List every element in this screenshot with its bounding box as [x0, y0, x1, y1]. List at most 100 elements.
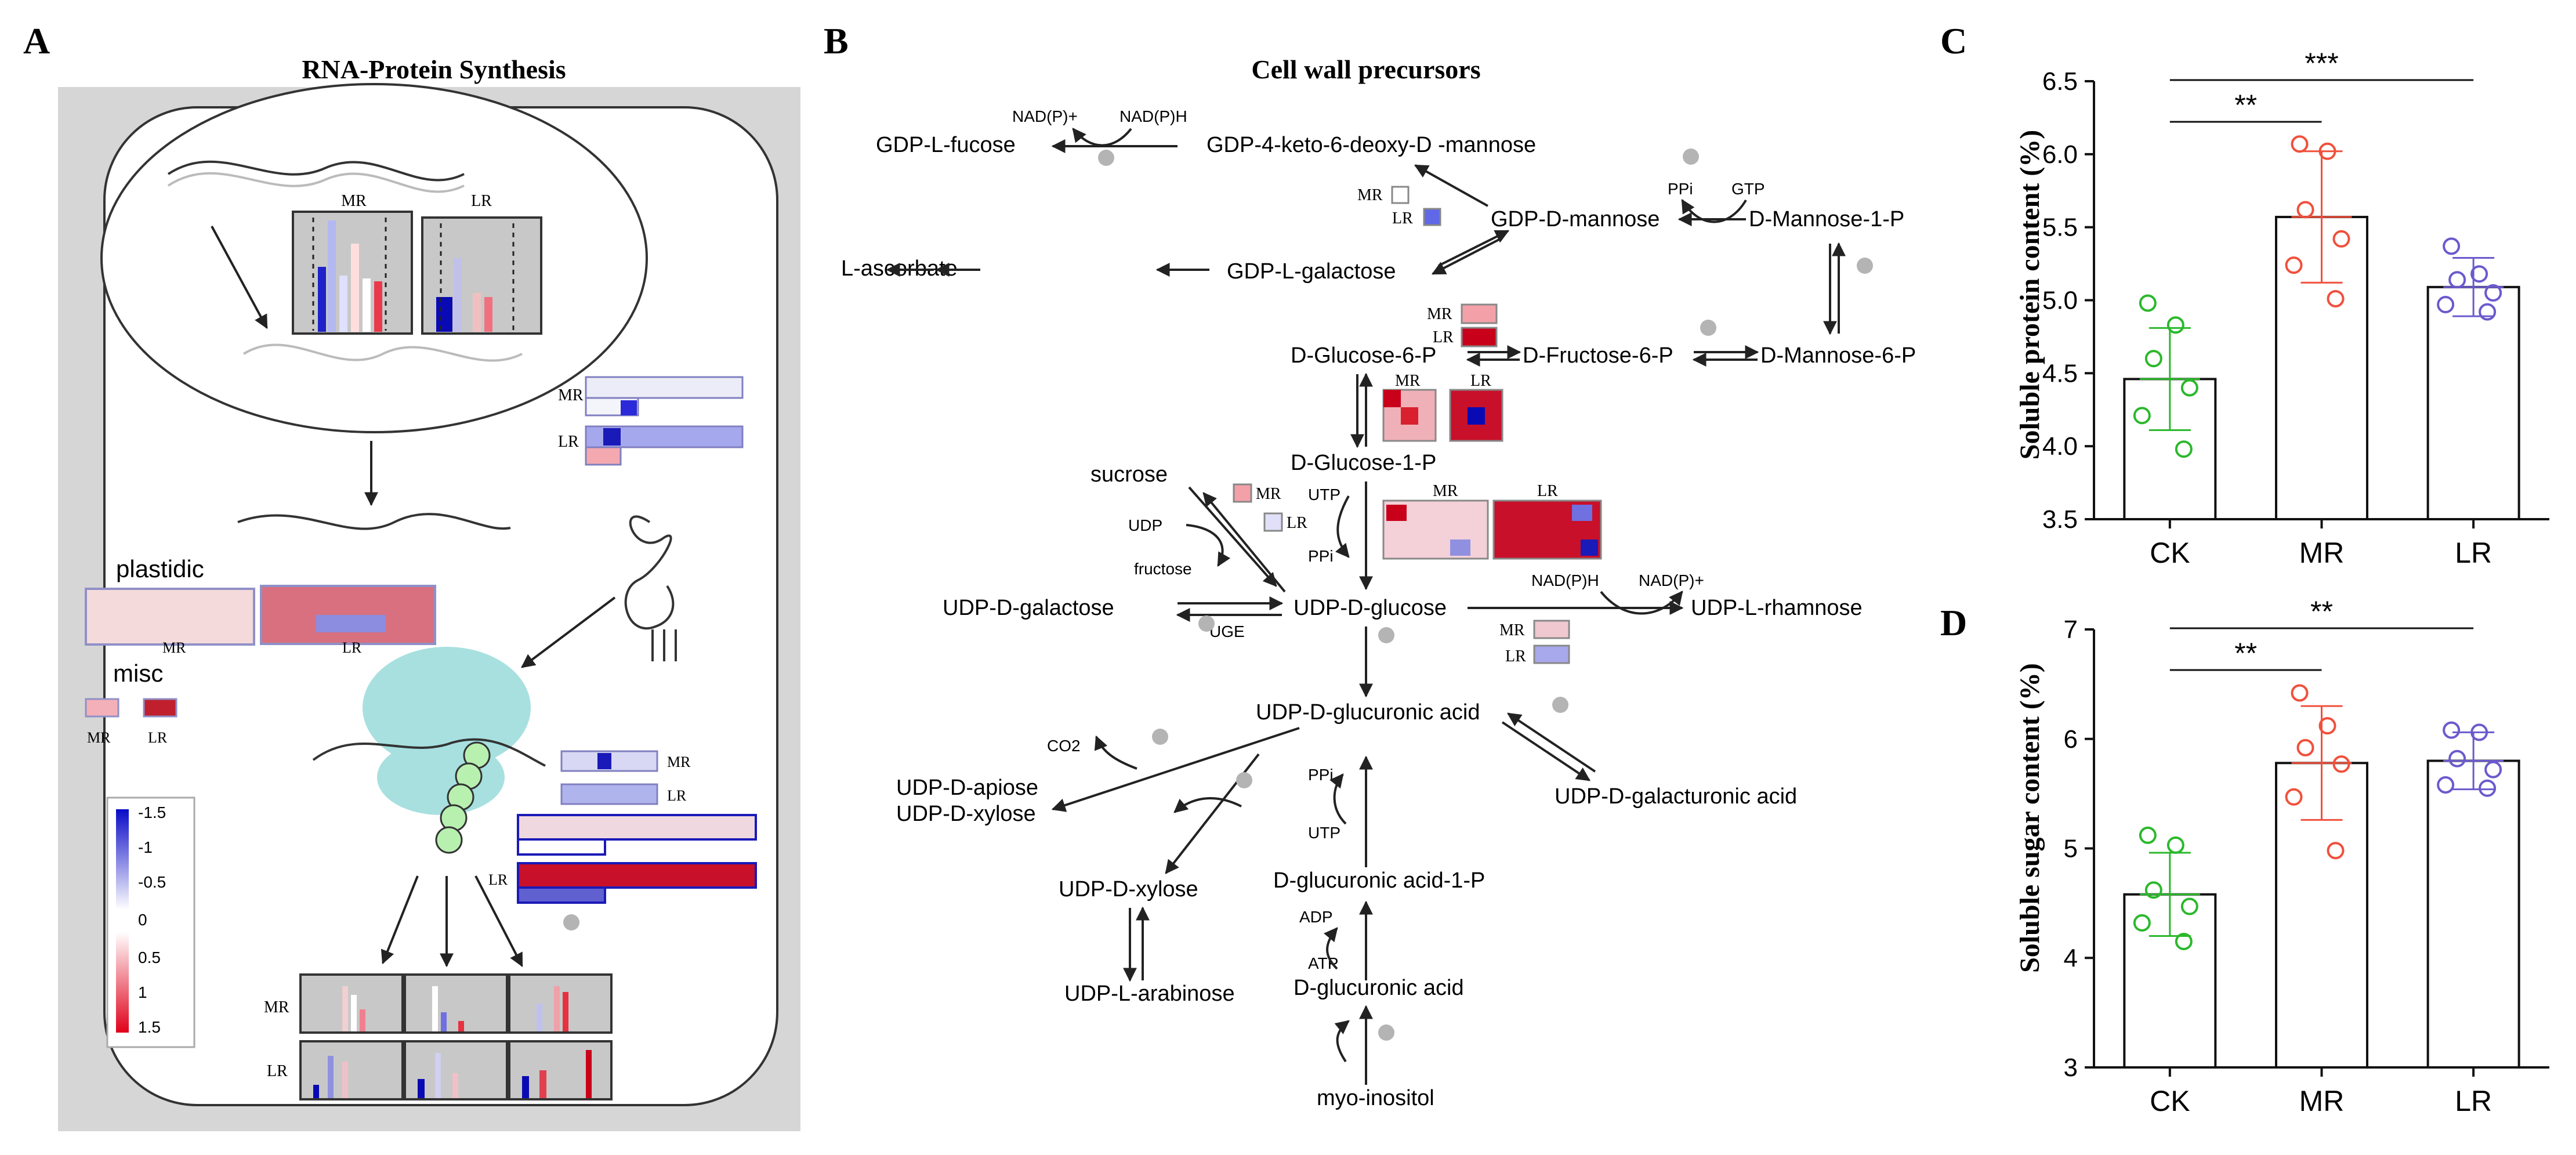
- dna-strand-2: [167, 172, 465, 193]
- cofactor: CO2: [1047, 737, 1081, 755]
- y-tick-label: 6.5: [2042, 67, 2078, 96]
- data-point: [2437, 776, 2455, 794]
- mini-bar: [537, 1004, 542, 1031]
- mini-bar: [435, 1053, 441, 1098]
- panel-b-title: Cell wall precursors: [1251, 55, 1480, 84]
- data-point: [2484, 284, 2502, 302]
- pathway-heatmaps: MR LR MR LR MR LR MR LR MR LR: [1233, 186, 1602, 665]
- nucleus-mini-charts: MR LR: [292, 192, 542, 335]
- cofactor: NAD(P)+: [1012, 107, 1078, 125]
- cofactor: NAD(P)H: [1119, 107, 1187, 125]
- arrow-protein: [474, 875, 523, 968]
- translation-heatmaps: MR LR MR LR: [488, 750, 757, 930]
- heat-label: LR: [1433, 328, 1454, 346]
- node-gdp-l-fucose: GDP-L-fucose: [876, 133, 1016, 157]
- node-myo-inositol: myo-inositol: [1317, 1086, 1434, 1110]
- data-point: [2437, 296, 2455, 314]
- cofactor: PPi: [1308, 547, 1334, 565]
- node-d-mannose-6-p: D-Mannose-6-P: [1760, 343, 1916, 368]
- cofactor-curve: [1335, 495, 1350, 558]
- heat-cell: [1461, 303, 1498, 324]
- heat-label: MR: [558, 386, 584, 404]
- node-udp-d-galacturonic-acid: UDP-D-galacturonic acid: [1555, 784, 1797, 809]
- cofactor-curve: [1681, 198, 1747, 223]
- cofactor: GTP: [1731, 180, 1765, 198]
- cofactor: ATP: [1308, 954, 1338, 972]
- panel-a-title: RNA-Protein Synthesis: [302, 55, 566, 84]
- mini-bar: [313, 1085, 319, 1098]
- data-point: [2448, 750, 2466, 767]
- data-point: [2332, 230, 2350, 248]
- legend-tick: 1: [138, 983, 147, 1001]
- bar-lr: [2426, 759, 2520, 1069]
- arrow: [1051, 727, 1300, 812]
- heat-label: LR: [1505, 647, 1526, 665]
- grey-dot: [1700, 320, 1716, 336]
- bar-lr: [2426, 285, 2520, 520]
- heat-cell: [1383, 390, 1401, 407]
- y-tick-label: 5.5: [2042, 213, 2078, 242]
- mini-bar: [563, 992, 568, 1031]
- node-udp-l-rhamnose: UDP-L-rhamnose: [1691, 596, 1863, 620]
- dna-strand-1: [167, 160, 465, 182]
- panel-b-letter: B: [824, 20, 849, 61]
- mini-row-label: LR: [267, 1062, 288, 1080]
- data-point: [2470, 723, 2488, 741]
- arrow: [1431, 237, 1503, 275]
- data-point: [2327, 842, 2345, 860]
- data-point: [2133, 407, 2151, 425]
- node-d-glucuronic-acid-1-p: D-glucuronic acid-1-P: [1273, 868, 1485, 893]
- heat-label: LR: [1392, 209, 1413, 227]
- mini-bar: [351, 995, 357, 1031]
- misc-mr-label: MR: [87, 729, 111, 746]
- panel-c-letter: C: [1940, 20, 1967, 61]
- grey-dot: [1552, 697, 1568, 713]
- arrow: [1507, 712, 1596, 773]
- arrow-protein: [381, 875, 419, 965]
- heat-cell: [1450, 540, 1470, 556]
- panel-b: B Cell wall precursors GDP-L-fucose GDP-…: [824, 20, 1916, 1110]
- heat-cell: [1263, 512, 1283, 532]
- mini-bar: [458, 1021, 464, 1031]
- rna-strand: [242, 343, 523, 362]
- mini-row-label: MR: [264, 998, 289, 1016]
- heat-cell: [1461, 327, 1498, 347]
- cofactor-curve: [1600, 591, 1683, 615]
- data-point: [2144, 350, 2162, 368]
- data-point: [2139, 826, 2157, 844]
- y-tick-label: 7: [2064, 615, 2078, 644]
- cofactor: PPi: [1668, 180, 1693, 198]
- node-gdp-4-keto-mannose: GDP-4-keto-6-deoxy-D -mannose: [1207, 133, 1536, 157]
- amino-acid: [435, 826, 463, 854]
- misc-lr-label: LR: [148, 729, 168, 746]
- legend-tick: 1.5: [138, 1018, 161, 1036]
- y-tick-label: 4.0: [2042, 432, 2078, 461]
- heat-cell: [1391, 186, 1410, 204]
- legend-tick: 0: [138, 911, 147, 929]
- cofactor-curve: [1323, 927, 1338, 970]
- significance-label: **: [2310, 595, 2333, 628]
- mini-bar: [454, 258, 462, 332]
- data-point: [2479, 303, 2497, 321]
- legend-tick: -1: [138, 838, 153, 856]
- heat-cell: [1423, 208, 1441, 226]
- node-d-glucose-1-p: D-Glucose-1-P: [1291, 451, 1436, 475]
- cofactor: PPi: [1308, 766, 1334, 784]
- bottom-mini-charts: MR LR: [264, 973, 613, 1100]
- mini-bar: [539, 1070, 546, 1098]
- grey-dot: [1098, 150, 1114, 166]
- heat-cell: [1468, 407, 1485, 425]
- mini-chart-label: MR: [341, 192, 367, 210]
- ribosome-large-subunit: [363, 647, 531, 769]
- data-point: [2175, 440, 2193, 458]
- mini-chart-label: LR: [471, 192, 492, 210]
- mini-bar: [328, 1056, 334, 1098]
- y-tick-label: 5: [2064, 835, 2078, 863]
- x-tick-label: CK: [2150, 537, 2190, 569]
- heat-cell: [1233, 483, 1252, 503]
- heat-label: MR: [1427, 305, 1452, 323]
- cofactor-labels: NAD(P)+ NAD(P)H PPi GTP UTP UDP PPi fruc…: [1012, 107, 1765, 972]
- y-tick-label: 6.0: [2042, 140, 2078, 169]
- arrow-transcription: [211, 226, 268, 330]
